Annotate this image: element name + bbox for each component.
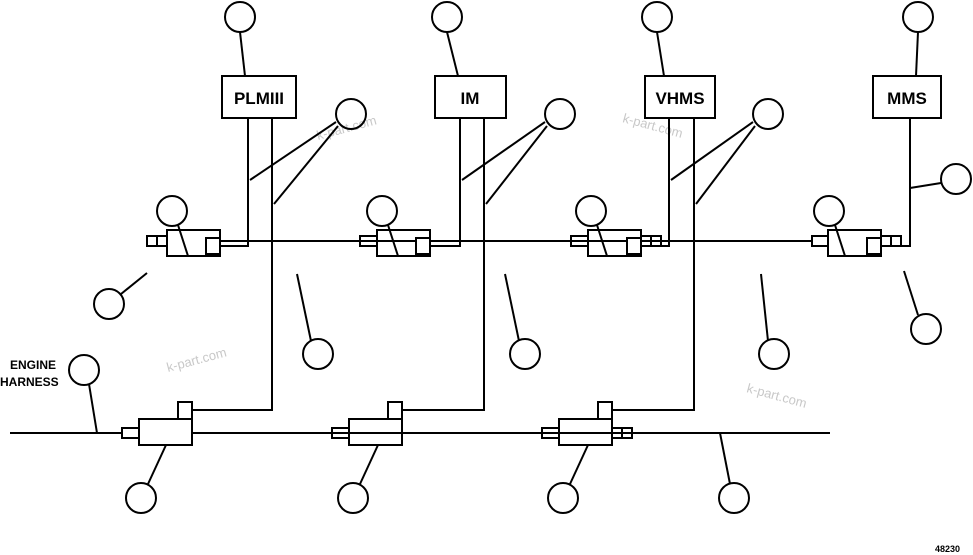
middle-branch-callouts <box>296 273 790 370</box>
module-label-mms: MMS <box>887 89 927 108</box>
watermark: k-part.com <box>745 380 808 410</box>
module-im: IM <box>434 75 507 119</box>
engine-harness-label: ENGINE HARNESS <box>0 358 59 389</box>
watermark: k-part.com <box>165 345 228 375</box>
bottom-branch-callouts <box>68 354 750 514</box>
module-mms: MMS <box>872 75 942 119</box>
connector-bot-1 <box>121 401 193 514</box>
watermark: k-part.com <box>621 110 684 140</box>
figure-ref-number: 48230 <box>935 544 960 554</box>
module-callouts <box>224 1 934 77</box>
engine-harness-label-line2: HARNESS <box>0 375 59 389</box>
connector-mid-4 <box>811 195 942 345</box>
connector-bot-3 <box>541 401 633 514</box>
module-label-im: IM <box>461 89 480 108</box>
im-wires <box>402 98 576 411</box>
module-label-plm: PLMIII <box>234 89 284 108</box>
connector-mid-1 <box>93 195 221 320</box>
connector-mid-2 <box>359 195 431 257</box>
engine-harness-label-line1: ENGINE <box>10 358 56 372</box>
module-label-vhms: VHMS <box>655 89 704 108</box>
mms-wires <box>881 118 972 247</box>
connector-bot-2 <box>331 401 403 514</box>
plm-wires <box>192 98 367 411</box>
module-vhms: VHMS <box>644 75 716 119</box>
watermarks: k-part.com k-part.com k-part.com k-part.… <box>165 110 809 410</box>
connector-mid-3 <box>570 195 662 257</box>
module-plm: PLMIII <box>221 75 297 119</box>
